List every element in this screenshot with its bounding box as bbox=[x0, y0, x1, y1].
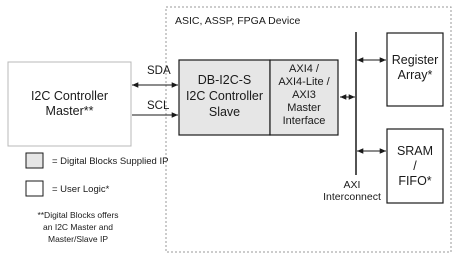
footnote-text: Master/Slave IP bbox=[48, 234, 108, 244]
i2c-slave-label: DB-I2C-S bbox=[198, 73, 251, 87]
axi-master-interface-block bbox=[269, 59, 339, 136]
axi-interface-label: AXI3 bbox=[292, 89, 316, 101]
i2c-controller-master-label: I2C Controller bbox=[31, 89, 108, 103]
legend-supplied-ip-label: = Digital Blocks Supplied IP bbox=[52, 156, 168, 167]
legend-supplied-ip-swatch bbox=[25, 152, 44, 169]
i2c-controller-master-label: Master** bbox=[46, 104, 94, 118]
device-label: ASIC, ASSP, FPGA Device bbox=[175, 15, 300, 27]
register-array-label: Register bbox=[392, 53, 439, 67]
sram-fifo-label: SRAM bbox=[397, 144, 433, 158]
axi-interface-label: AXI4-Lite / bbox=[278, 76, 330, 88]
legend-user-logic-swatch bbox=[25, 180, 44, 197]
footnote-text: an I2C Master and bbox=[43, 222, 113, 232]
register-array-label: Array* bbox=[398, 68, 433, 82]
interconnect-label: AXI bbox=[344, 179, 361, 191]
i2c-controller-master-box bbox=[7, 61, 132, 147]
footnote-text: **Digital Blocks offers bbox=[37, 210, 118, 220]
sram-fifo-label: FIFO* bbox=[398, 174, 431, 188]
sram-fifo-label: / bbox=[413, 159, 417, 173]
axi-interface-label: Interface bbox=[283, 115, 326, 127]
i2c-slave-label: Slave bbox=[209, 105, 240, 119]
i2c-slave-block bbox=[178, 59, 271, 136]
sram-fifo-box bbox=[386, 128, 444, 204]
device-boundary bbox=[165, 6, 452, 253]
axi-interface-label: Master bbox=[287, 102, 321, 114]
sda-label: SDA bbox=[147, 65, 171, 77]
interconnect-label: Interconnect bbox=[323, 191, 381, 203]
register-array-box bbox=[386, 32, 444, 107]
scl-label: SCL bbox=[147, 100, 170, 112]
legend-user-logic-label: = User Logic* bbox=[52, 184, 110, 195]
axi-interface-label: AXI4 / bbox=[289, 63, 320, 75]
i2c-slave-label: I2C Controller bbox=[186, 89, 263, 103]
